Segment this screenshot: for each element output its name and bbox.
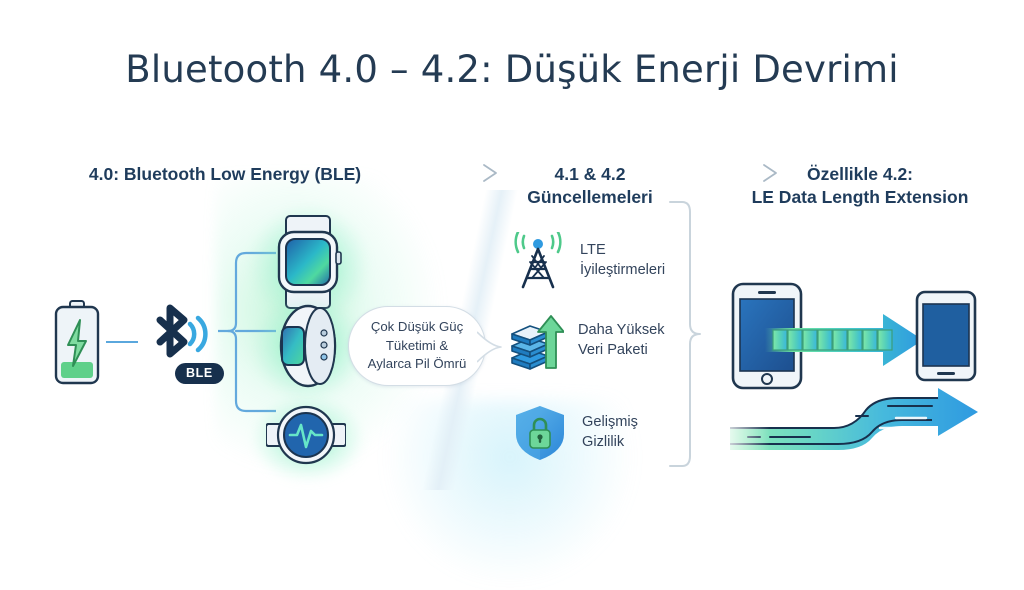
column-heading-middle: 4.1 & 4.2 Güncellemeleri	[495, 163, 685, 209]
tablet-icon	[915, 290, 977, 382]
heart-rate-monitor-icon	[266, 405, 346, 465]
feature-privacy-line2: Gizlilik	[582, 434, 625, 450]
shield-lock-icon	[512, 404, 568, 462]
feature-data-packet: Daha Yüksek Veri Paketi	[508, 312, 665, 370]
feature-privacy-label: Gelişmiş Gizlilik	[582, 413, 638, 453]
column-heading-left: 4.0: Bluetooth Low Energy (BLE)	[88, 164, 362, 184]
feature-privacy-line1: Gelişmiş	[582, 414, 638, 431]
feature-lte-line1: LTE	[580, 242, 606, 259]
feature-privacy: Gelişmiş Gizlilik	[512, 404, 638, 462]
column-heading-right-line1: Özellikle 4.2:	[806, 164, 914, 184]
callout-line-2: Tüketimi &	[385, 337, 449, 353]
callout-tail-icon	[477, 331, 502, 363]
arrow-left-to-middle-icon	[402, 164, 497, 182]
column-heading-middle-line1: 4.1 & 4.2	[554, 164, 626, 184]
bandwidth-speed-arrow-icon	[726, 388, 978, 450]
callout-line-3: Aylarca Pil Ömrü	[367, 356, 467, 372]
bluetooth-signal-icon	[156, 304, 208, 358]
page-title: Bluetooth 4.0 – 4.2: Düşük Enerji Devrim…	[125, 48, 899, 91]
column-heading-right: Özellikle 4.2: LE Data Length Extension	[715, 163, 1005, 209]
callout-line-1: Çok Düşük Güç	[370, 318, 464, 334]
arrow-middle-to-right-icon	[692, 164, 777, 182]
feature-lte-line2: İyileştirmeleri	[580, 262, 666, 278]
data-packet-arrow-icon	[765, 314, 923, 366]
feature-lte-label: LTE İyileştirmeleri	[580, 241, 665, 281]
data-stack-arrow-icon	[508, 312, 565, 370]
feature-data-packet-label: Daha Yüksek Veri Paketi	[578, 321, 665, 361]
battery-charging-icon	[54, 300, 100, 385]
low-power-callout: Çok Düşük Güç Tüketimi & Aylarca Pil Ömr…	[348, 306, 486, 386]
feature-data-packet-line2: Veri Paketi	[578, 342, 648, 358]
infographic-canvas: Bluetooth 4.0 – 4.2: Düşük Enerji Devrim…	[54, 48, 1005, 590]
feature-data-packet-line1: Daha Yüksek	[578, 322, 665, 339]
column-heading-middle-line2: Güncellemeleri	[527, 187, 653, 208]
ble-badge: BLE	[175, 363, 224, 384]
column-heading-right-line2: LE Data Length Extension	[751, 187, 969, 208]
cell-tower-icon	[510, 230, 566, 290]
feature-lte: LTE İyileştirmeleri	[510, 230, 665, 290]
battery-to-bluetooth-connector	[106, 341, 138, 343]
right-bracket-connector	[669, 201, 701, 467]
fitness-band-icon	[279, 304, 337, 388]
